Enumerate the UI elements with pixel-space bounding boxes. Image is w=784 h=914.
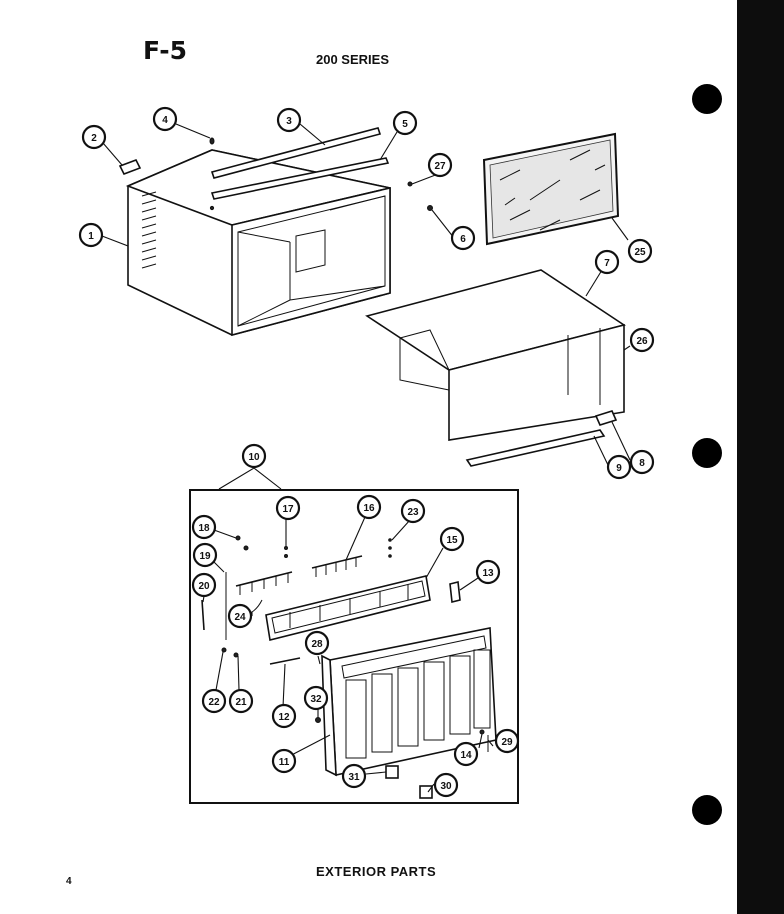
svg-text:8: 8 xyxy=(639,458,645,469)
nut-part xyxy=(407,181,413,187)
front-grille-assembly-frame xyxy=(189,489,519,804)
footer-title: EXTERIOR PARTS xyxy=(316,864,437,879)
svg-text:10: 10 xyxy=(248,452,260,463)
svg-text:14: 14 xyxy=(460,750,472,761)
callout-27: 27 xyxy=(427,152,453,178)
callout-25: 25 xyxy=(627,238,653,264)
cabinet-part xyxy=(125,149,391,337)
binder-hole-middle xyxy=(692,438,722,468)
screw-part-14 xyxy=(479,729,485,735)
svg-text:2: 2 xyxy=(91,133,97,144)
callout-7: 7 xyxy=(594,249,620,275)
callout-13: 13 xyxy=(475,559,501,585)
cover-panel-part xyxy=(365,269,626,441)
bracket-clip-part xyxy=(449,581,461,603)
callout-30: 30 xyxy=(433,772,459,798)
callout-15: 15 xyxy=(439,526,465,552)
callout-3: 3 xyxy=(276,107,302,133)
binder-hole-top xyxy=(692,84,722,114)
callout-6: 6 xyxy=(450,225,476,251)
svg-text:31: 31 xyxy=(348,772,360,783)
svg-text:28: 28 xyxy=(311,639,323,650)
svg-text:21: 21 xyxy=(235,697,247,708)
base-strip-part xyxy=(465,429,606,467)
callout-11: 11 xyxy=(271,748,297,774)
callout-32: 32 xyxy=(303,685,329,711)
svg-text:32: 32 xyxy=(310,694,322,705)
svg-text:23: 23 xyxy=(407,507,419,518)
callout-28: 28 xyxy=(304,630,330,656)
callout-12: 12 xyxy=(271,703,297,729)
callout-14: 14 xyxy=(453,741,479,767)
svg-text:22: 22 xyxy=(208,697,220,708)
callout-1: 1 xyxy=(78,222,104,248)
callout-8: 8 xyxy=(629,449,655,475)
link-rod-part xyxy=(243,599,263,617)
cap-part xyxy=(419,785,433,799)
callout-31: 31 xyxy=(341,763,367,789)
filter-part xyxy=(482,132,620,246)
callout-19: 19 xyxy=(192,542,218,568)
vane-comb-part xyxy=(235,555,363,595)
callout-2: 2 xyxy=(81,124,107,150)
series-label: 200 SERIES xyxy=(316,52,389,67)
callout-10: 10 xyxy=(241,443,267,469)
svg-text:29: 29 xyxy=(501,737,513,748)
svg-text:17: 17 xyxy=(282,504,294,515)
callout-23: 23 xyxy=(400,498,426,524)
svg-text:20: 20 xyxy=(198,581,210,592)
svg-text:7: 7 xyxy=(604,258,610,269)
callout-20: 20 xyxy=(191,572,217,598)
page-number: 4 xyxy=(66,876,72,887)
svg-text:27: 27 xyxy=(434,161,446,172)
svg-text:3: 3 xyxy=(286,116,292,127)
fastener-part xyxy=(427,205,433,211)
svg-text:12: 12 xyxy=(278,712,290,723)
exploded-parts-diagram: 1 2 3 4 5 6 7 8 9 10 11 12 13 14 15 16 1… xyxy=(78,106,655,804)
callout-21: 21 xyxy=(228,688,254,714)
svg-text:11: 11 xyxy=(279,757,290,768)
page-edge-bar xyxy=(737,0,784,914)
callout-16: 16 xyxy=(356,494,382,520)
pivot-rod-part xyxy=(269,657,301,665)
page-title: F-5 xyxy=(143,36,188,65)
callout-24: 24 xyxy=(227,603,253,629)
svg-text:19: 19 xyxy=(199,551,211,562)
grommet-part xyxy=(315,717,321,723)
louver-bar-part xyxy=(265,575,431,641)
front-grille-part xyxy=(321,627,497,777)
svg-text:24: 24 xyxy=(234,612,246,623)
svg-text:26: 26 xyxy=(636,336,648,347)
svg-text:30: 30 xyxy=(440,781,452,792)
svg-text:25: 25 xyxy=(634,247,646,258)
side-rail-part xyxy=(210,157,390,200)
svg-text:5: 5 xyxy=(402,119,408,130)
callout-9: 9 xyxy=(606,454,632,480)
callout-4: 4 xyxy=(152,106,178,132)
base-block-part xyxy=(594,410,618,426)
svg-text:4: 4 xyxy=(162,115,168,126)
leader-lines xyxy=(101,123,631,793)
callout-22: 22 xyxy=(201,688,227,714)
binder-hole-bottom xyxy=(692,795,722,825)
svg-text:15: 15 xyxy=(446,535,458,546)
svg-text:13: 13 xyxy=(482,568,494,579)
screw-part xyxy=(209,137,215,145)
cabinet-louvers xyxy=(141,191,157,269)
svg-text:6: 6 xyxy=(460,234,466,245)
callout-29: 29 xyxy=(494,728,520,754)
callout-26: 26 xyxy=(629,327,655,353)
bracket-part xyxy=(118,158,142,176)
svg-text:18: 18 xyxy=(198,523,210,534)
svg-text:16: 16 xyxy=(363,503,375,514)
svg-text:9: 9 xyxy=(616,463,622,474)
svg-text:1: 1 xyxy=(88,231,94,242)
callout-17: 17 xyxy=(275,495,301,521)
callout-5: 5 xyxy=(392,110,418,136)
callout-18: 18 xyxy=(191,514,217,540)
knob-part xyxy=(385,765,399,779)
